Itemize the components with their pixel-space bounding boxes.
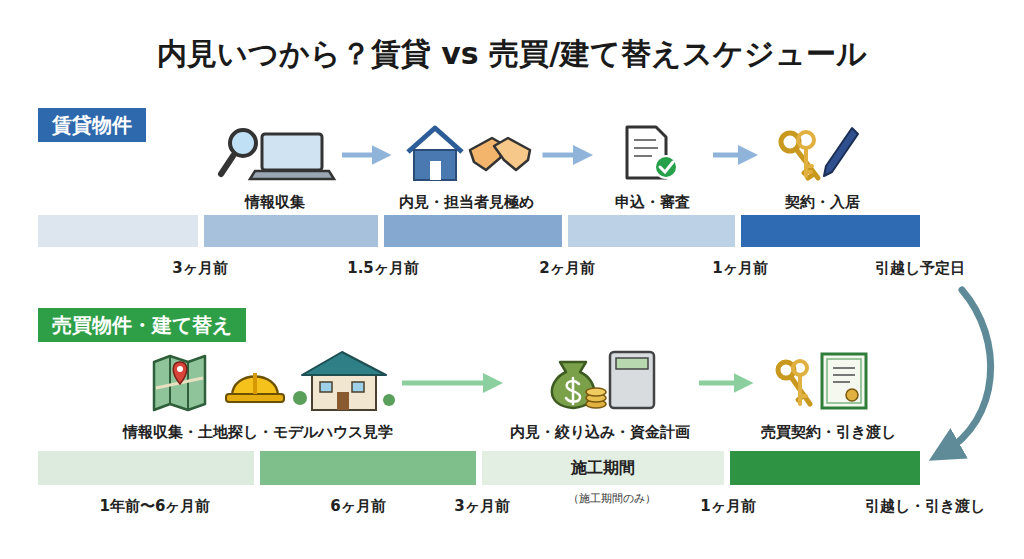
flow-arrow xyxy=(402,381,493,386)
node-text: 賃貸物件 xyxy=(52,113,132,137)
stage-step: 申込・審査 xyxy=(597,122,707,212)
node-text: 情報収集 xyxy=(214,193,336,212)
timeline-label: 1.5ヶ月前 xyxy=(347,259,419,278)
node-text: 内見・絞り込み・資金計画 xyxy=(507,423,693,442)
pen-icon xyxy=(824,128,858,176)
stage-step: 契約・入居 xyxy=(762,122,882,212)
node-text: 売買契約・引き渡し xyxy=(758,423,899,442)
node-text: 施工期間 xyxy=(571,458,635,479)
timeline-label: （施工期間のみ） xyxy=(568,491,656,506)
flow-arrow xyxy=(699,381,744,386)
calculator-icon xyxy=(610,352,654,408)
timeline-bar xyxy=(38,215,920,247)
helmet-icon xyxy=(226,373,284,402)
section-label: 賃貸物件 xyxy=(38,108,146,142)
keys-icon xyxy=(781,132,818,178)
curved-arrow xyxy=(944,290,991,452)
timeline-label: 1年前〜6ヶ月前 xyxy=(100,497,211,516)
timeline-label: 引越し・引き渡し xyxy=(865,497,985,516)
stage-step: 内見・担当者見極め xyxy=(396,122,537,212)
node-text: 契約・入居 xyxy=(762,193,882,212)
timeline-label: 6ヶ月前 xyxy=(330,497,385,516)
timeline-label: 1ヶ月前 xyxy=(712,259,767,278)
diagram-title: 内見いつから？賃貸 vs 売買/建て替えスケジュール xyxy=(0,34,1024,75)
period-band: 施工期間 xyxy=(482,451,724,485)
timeline-label: 2ヶ月前 xyxy=(539,259,594,278)
flow-arrow xyxy=(342,153,382,158)
house-icon xyxy=(408,128,462,180)
node-text: 内見・担当者見極め xyxy=(396,193,537,212)
certificate-icon xyxy=(822,354,866,408)
model-house-icon xyxy=(293,352,395,410)
timeline-label: 1ヶ月前 xyxy=(700,497,755,516)
node-text: 申込・審査 xyxy=(597,193,707,212)
timeline-label: 3ヶ月前 xyxy=(454,497,509,516)
flow-arrow xyxy=(543,153,584,158)
stage-step: 売買契約・引き渡し xyxy=(758,350,899,442)
money-icon xyxy=(552,362,606,408)
timeline-label: 3ヶ月前 xyxy=(172,259,227,278)
timeline-bar xyxy=(38,451,920,485)
node-text: 売買物件・建て替え xyxy=(52,313,232,337)
node-text: 情報収集・土地探し・モデルハウス見学 xyxy=(120,423,396,442)
flow-arrow xyxy=(713,153,748,158)
map-icon xyxy=(154,356,205,410)
stage-step: 情報収集・土地探し・モデルハウス見学 xyxy=(120,350,396,442)
search-icon xyxy=(221,130,334,179)
stage-step: 内見・絞り込み・資金計画 xyxy=(507,350,693,442)
handshake-icon xyxy=(470,138,530,170)
stage-step: 情報収集 xyxy=(214,122,336,212)
keys-icon xyxy=(778,361,810,404)
section-label: 売買物件・建て替え xyxy=(38,308,246,342)
timeline-label: 引越し予定日 xyxy=(875,259,965,278)
document-icon xyxy=(627,127,677,178)
